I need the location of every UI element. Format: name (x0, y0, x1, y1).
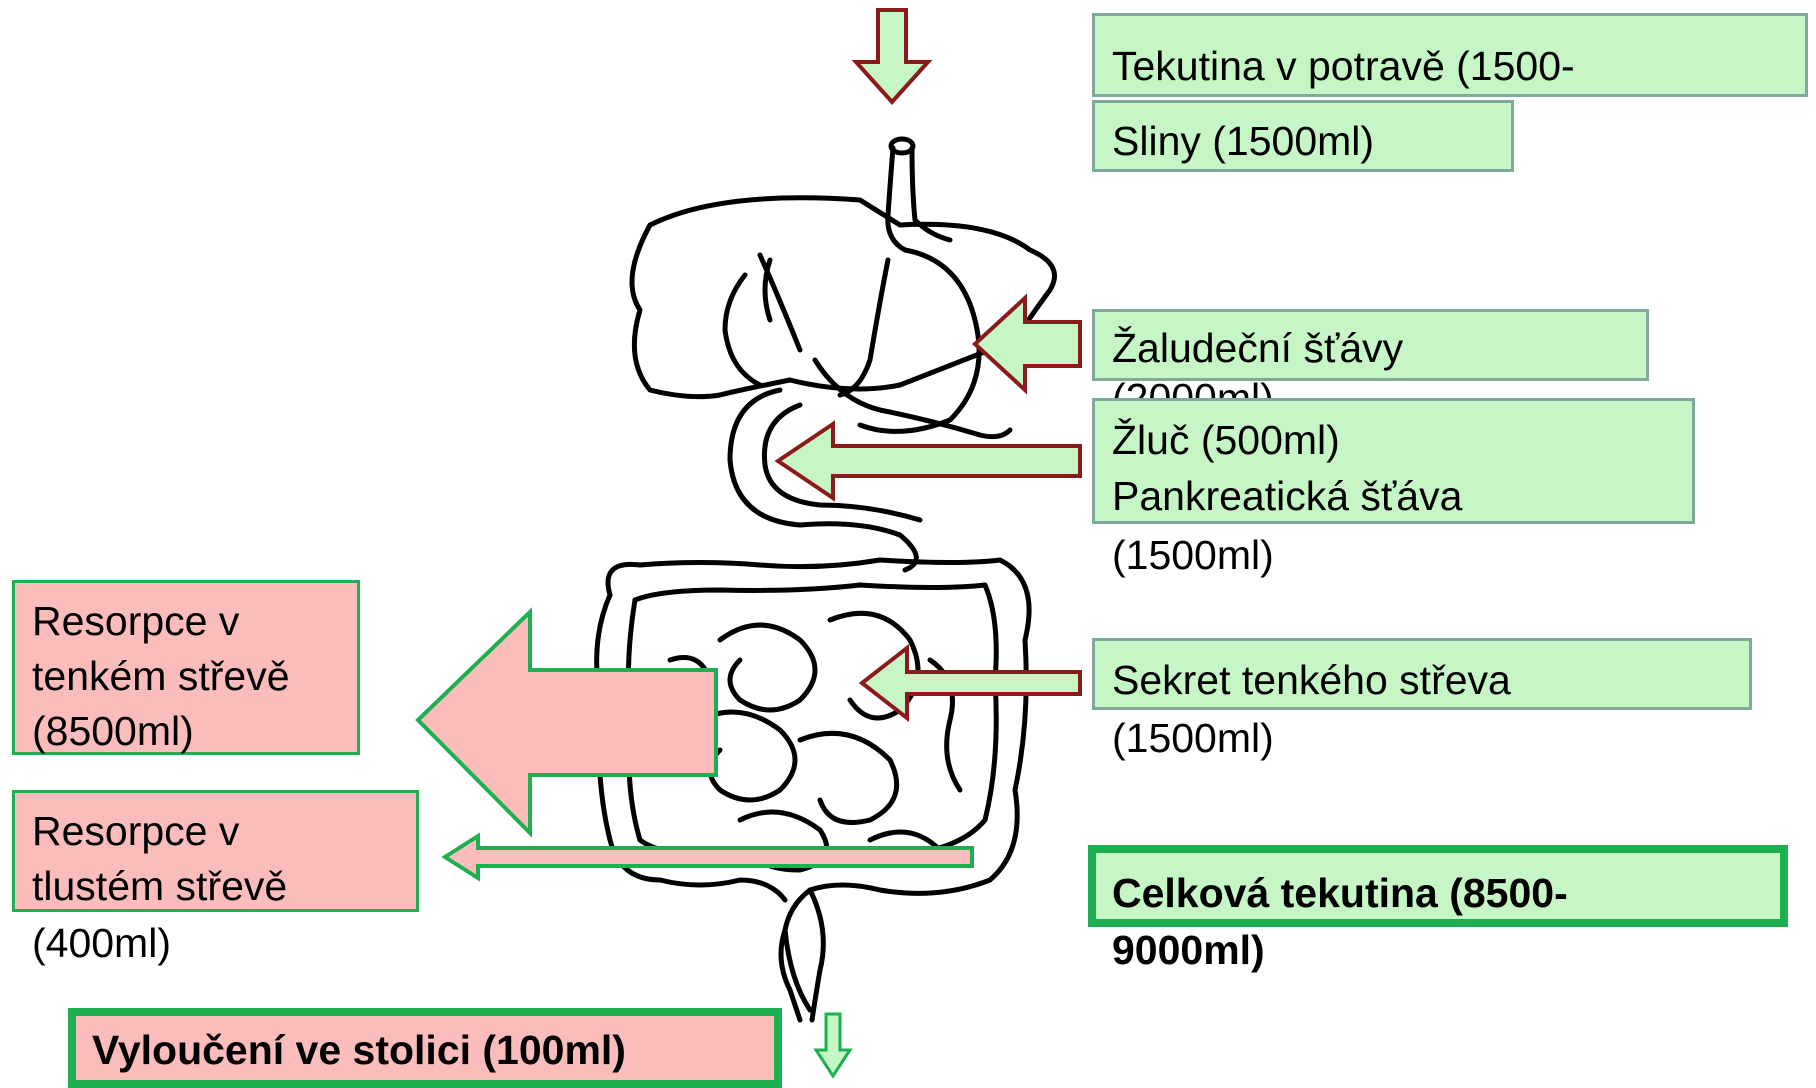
saliva-label: Sliny (1500ml) (1112, 113, 1374, 169)
digestive-tract-drawing (597, 139, 1055, 1020)
pancreatic-amount: (1500ml) (1112, 527, 1274, 583)
stool-output-label: Vyloučení ve stolici (100ml) (92, 1022, 626, 1078)
intake-arrow (856, 10, 928, 102)
bile-pancreatic-arrow (778, 424, 1080, 498)
gastric-juice-label: Žaludeční šťávy (1112, 320, 1403, 376)
intestinal-secretion-arrow (862, 648, 1080, 718)
gastric-juice-arrow (975, 298, 1080, 390)
intestinal-secretion-amount: (1500ml) (1112, 710, 1274, 766)
large-intestine-resorption-amount: (400ml) (32, 915, 171, 971)
food-fluid-label: Tekutina v potravě (1500- (1112, 38, 1575, 94)
small-intestine-resorption-line2: tenkém střevě (32, 648, 290, 704)
total-fluid-label: Celková tekutina (8500- (1112, 865, 1568, 921)
small-intestine-resorption-amount: (8500ml) (32, 703, 194, 759)
small-intestine-resorption-line1: Resorpce v (32, 593, 239, 649)
large-intestine-resorption-line1: Resorpce v (32, 803, 239, 859)
pancreatic-label: Pankreatická šťáva (1112, 468, 1462, 524)
large-intestine-resorption-line2: tlustém střevě (32, 858, 287, 914)
total-fluid-amount: 9000ml) (1112, 922, 1265, 978)
stool-output-arrow (816, 1014, 850, 1076)
small-intestine-resorption-arrow (418, 612, 716, 833)
large-intestine-resorption-arrow (445, 836, 972, 878)
bile-label: Žluč (500ml) (1112, 412, 1340, 468)
intestinal-secretion-label: Sekret tenkého střeva (1112, 652, 1511, 708)
